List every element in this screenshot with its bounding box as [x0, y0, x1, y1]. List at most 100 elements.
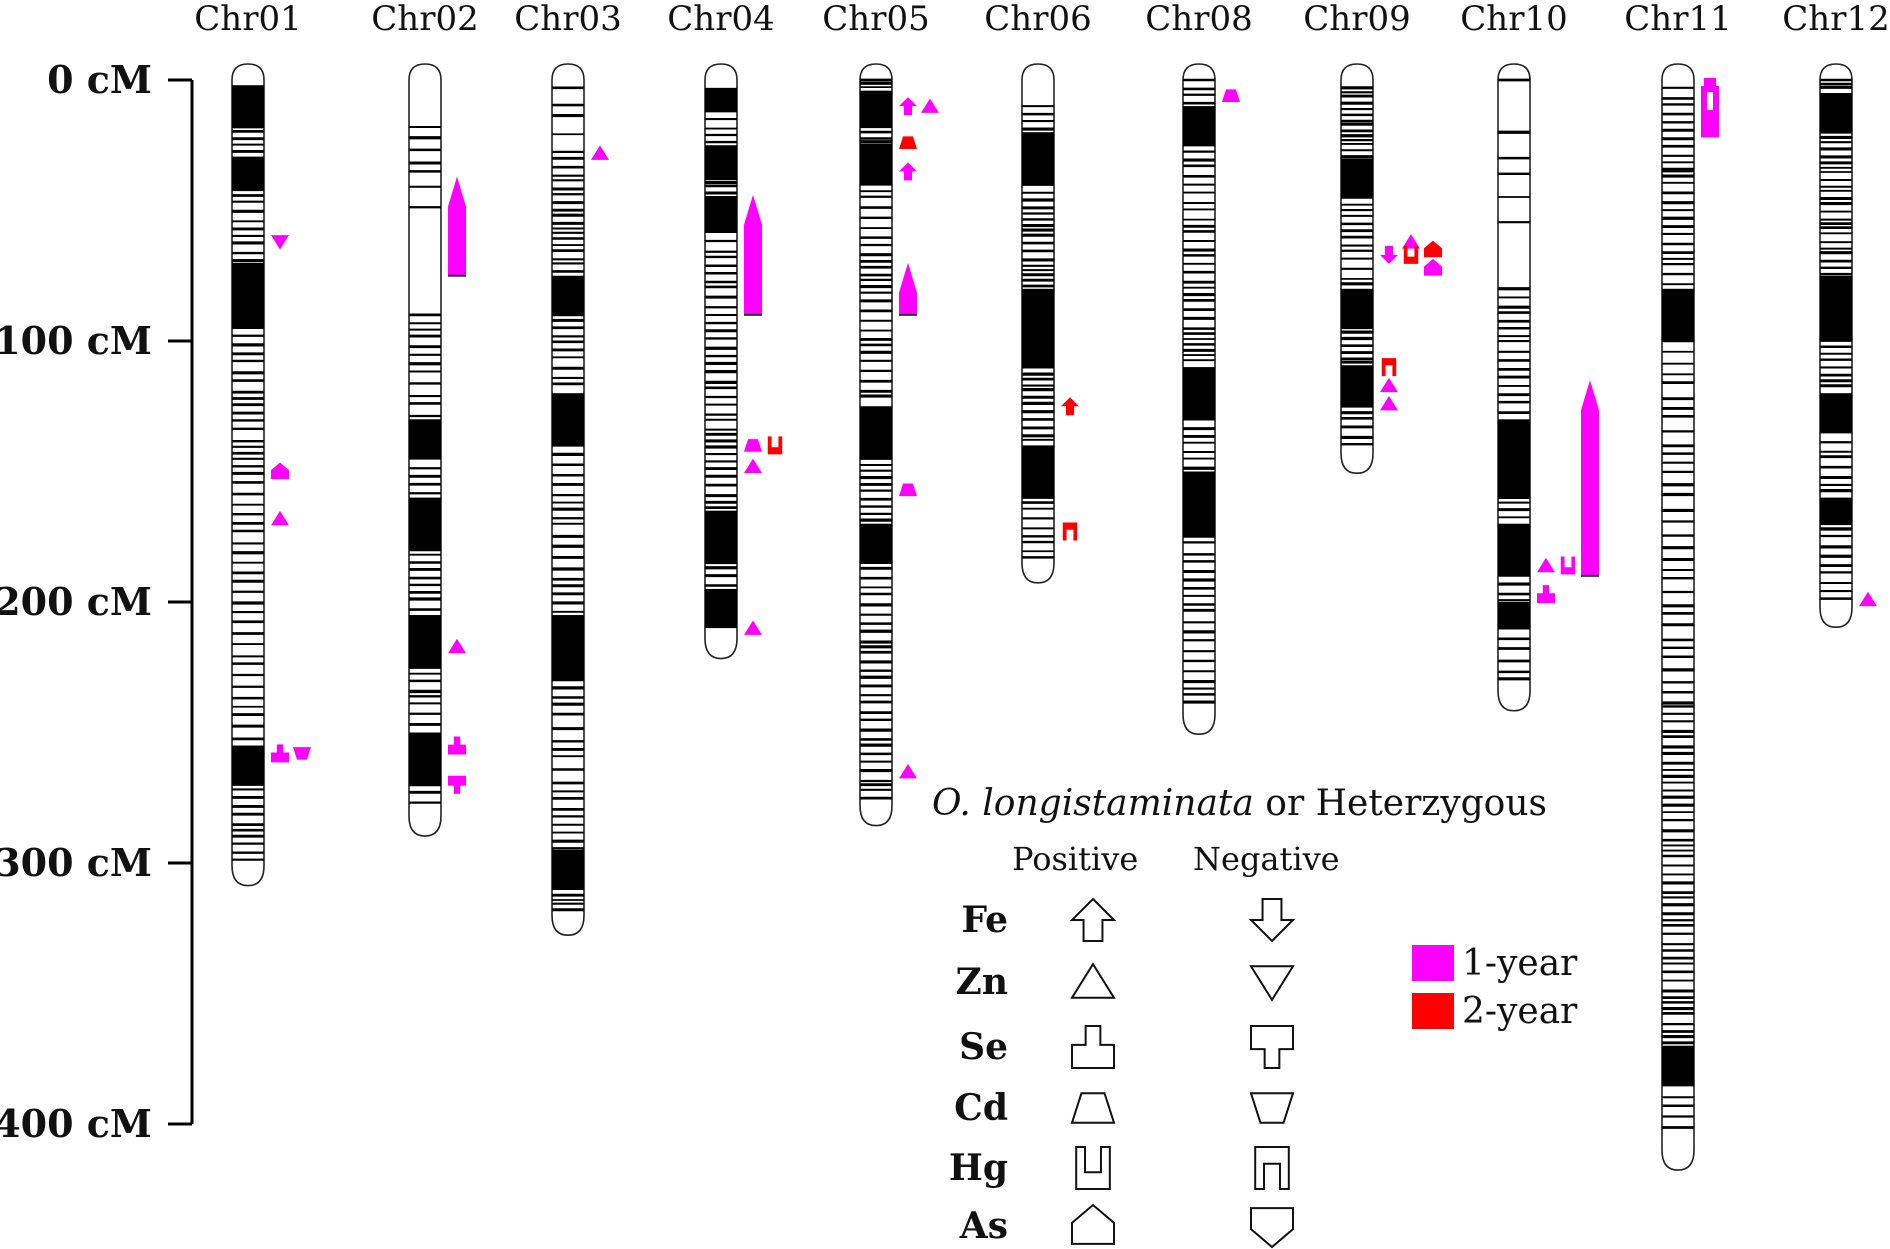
legend-trait-label: Se — [959, 1026, 1008, 1068]
marker-block — [1498, 602, 1530, 629]
qtl-cd-positive — [899, 136, 917, 149]
chromosome-label: Chr08 — [1145, 0, 1252, 39]
qtl-hg-negative — [1062, 522, 1078, 541]
qtl-fe-positive — [899, 97, 917, 116]
qtl-cd-positive — [744, 439, 762, 452]
marker-block — [1498, 523, 1530, 576]
chromosome-outline — [1661, 63, 1695, 1171]
legend-title-rest: or Heterzygous — [1254, 783, 1547, 824]
marker-block — [409, 615, 441, 668]
marker-bands — [1022, 105, 1054, 559]
marker-bands — [1341, 86, 1373, 446]
qtl-fe-positive-interval — [899, 262, 917, 315]
marker-block — [860, 406, 892, 459]
qtl-fe-positive — [1061, 397, 1079, 416]
scale-tick-label: 100 cM — [0, 318, 152, 363]
marker-block — [1183, 367, 1215, 420]
chromosome-label: Chr12 — [1782, 0, 1889, 39]
qtl-zn-positive — [1402, 234, 1420, 249]
scale-tick-label: 300 cM — [0, 840, 152, 885]
legend-years: 1-year 2-year — [1412, 943, 1578, 1032]
legend-zn-positive-icon — [1070, 962, 1116, 999]
marker-block — [705, 197, 737, 232]
scale-tick-label: 0 cM — [47, 57, 152, 102]
legend-year-swatch — [1412, 945, 1454, 981]
marker-block — [552, 849, 584, 890]
qtl-hg-positive-interval — [1701, 86, 1719, 138]
chromosome-label: Chr10 — [1460, 0, 1567, 39]
qtl-fe-positive-interval — [448, 176, 466, 276]
legend-positive-label: Positive — [1012, 840, 1138, 878]
marker-block — [1183, 106, 1215, 146]
legend-hg-negative-icon — [1254, 1146, 1290, 1190]
chromosome-chr04: Chr04 — [667, 0, 775, 660]
qtl-se-positive — [1537, 585, 1555, 604]
legend-se-negative-icon — [1250, 1025, 1294, 1069]
marker-block — [705, 510, 737, 563]
legend-fe-negative-icon — [1248, 898, 1296, 943]
qtl-zn-positive — [448, 638, 466, 654]
chromosome-label: Chr09 — [1303, 0, 1410, 39]
qtl-as-positive — [1424, 258, 1442, 276]
chromosome-label: Chr04 — [667, 0, 774, 39]
marker-block — [232, 262, 264, 328]
marker-bands — [1820, 78, 1852, 600]
chromosome-chr09: Chr09 — [1303, 0, 1411, 475]
marker-block — [1662, 1045, 1694, 1085]
marker-block — [860, 145, 892, 185]
scale-tick-label: 400 cM — [0, 1101, 152, 1146]
marker-block — [860, 523, 892, 563]
qtl-fe-positive-interval — [744, 194, 762, 315]
marker-block — [1022, 445, 1054, 498]
qtl-zn-negative — [271, 235, 289, 250]
qtl-zn-positive — [591, 145, 609, 160]
qtl-hg-negative — [1381, 358, 1397, 377]
qtl-se-positive — [448, 736, 466, 755]
qtl-fe-negative — [1380, 245, 1398, 264]
marker-block — [232, 85, 264, 127]
legend-row-fe: Fe — [962, 897, 1296, 943]
legend-year-label: 1-year — [1462, 943, 1578, 984]
marker-block — [705, 87, 737, 112]
marker-block — [1820, 275, 1852, 341]
marker-block — [705, 588, 737, 629]
legend-cd-negative-icon — [1249, 1092, 1295, 1124]
interval-notch — [1707, 92, 1713, 110]
qtl-hg-positive — [1403, 245, 1419, 264]
marker-block — [409, 497, 441, 550]
qtl-se-negative — [448, 775, 466, 794]
chromosome-chr10: Chr10 — [1460, 0, 1568, 712]
marker-block — [1183, 471, 1215, 537]
qtl-zn-positive — [899, 764, 917, 779]
legend-zn-negative-icon — [1249, 965, 1295, 1002]
legend-se-positive-icon — [1071, 1025, 1115, 1069]
legend: O. longistaminata or Heterzygous Positiv… — [932, 783, 1578, 1249]
interval-cap — [1704, 78, 1716, 86]
legend-fe-positive-icon — [1069, 897, 1117, 942]
qtl-zn-positive — [1537, 557, 1555, 573]
legend-year-label: 2-year — [1462, 991, 1578, 1032]
marker-block — [705, 145, 737, 180]
chromosome-label: Chr05 — [822, 0, 929, 39]
marker-block — [552, 275, 584, 315]
marker-bands — [232, 85, 264, 861]
qtl-hg-positive — [767, 436, 783, 455]
legend-row-cd: Cd — [954, 1087, 1295, 1129]
qtl-as-positive — [1424, 240, 1442, 258]
chromosome-chr06: Chr06 — [984, 0, 1092, 584]
chromosome-label: Chr01 — [194, 0, 301, 39]
marker-block — [1662, 288, 1694, 341]
legend-trait-label: Fe — [962, 899, 1009, 941]
marker-block — [860, 93, 892, 127]
qtl-cd-positive — [899, 483, 917, 497]
marker-bands — [409, 125, 441, 804]
marker-block — [1341, 158, 1373, 198]
legend-negative-label: Negative — [1193, 840, 1340, 878]
marker-block — [409, 419, 441, 459]
marker-block — [232, 158, 264, 190]
marker-block — [232, 745, 264, 785]
marker-bands — [1498, 78, 1530, 681]
qtl-as-positive — [271, 462, 289, 480]
